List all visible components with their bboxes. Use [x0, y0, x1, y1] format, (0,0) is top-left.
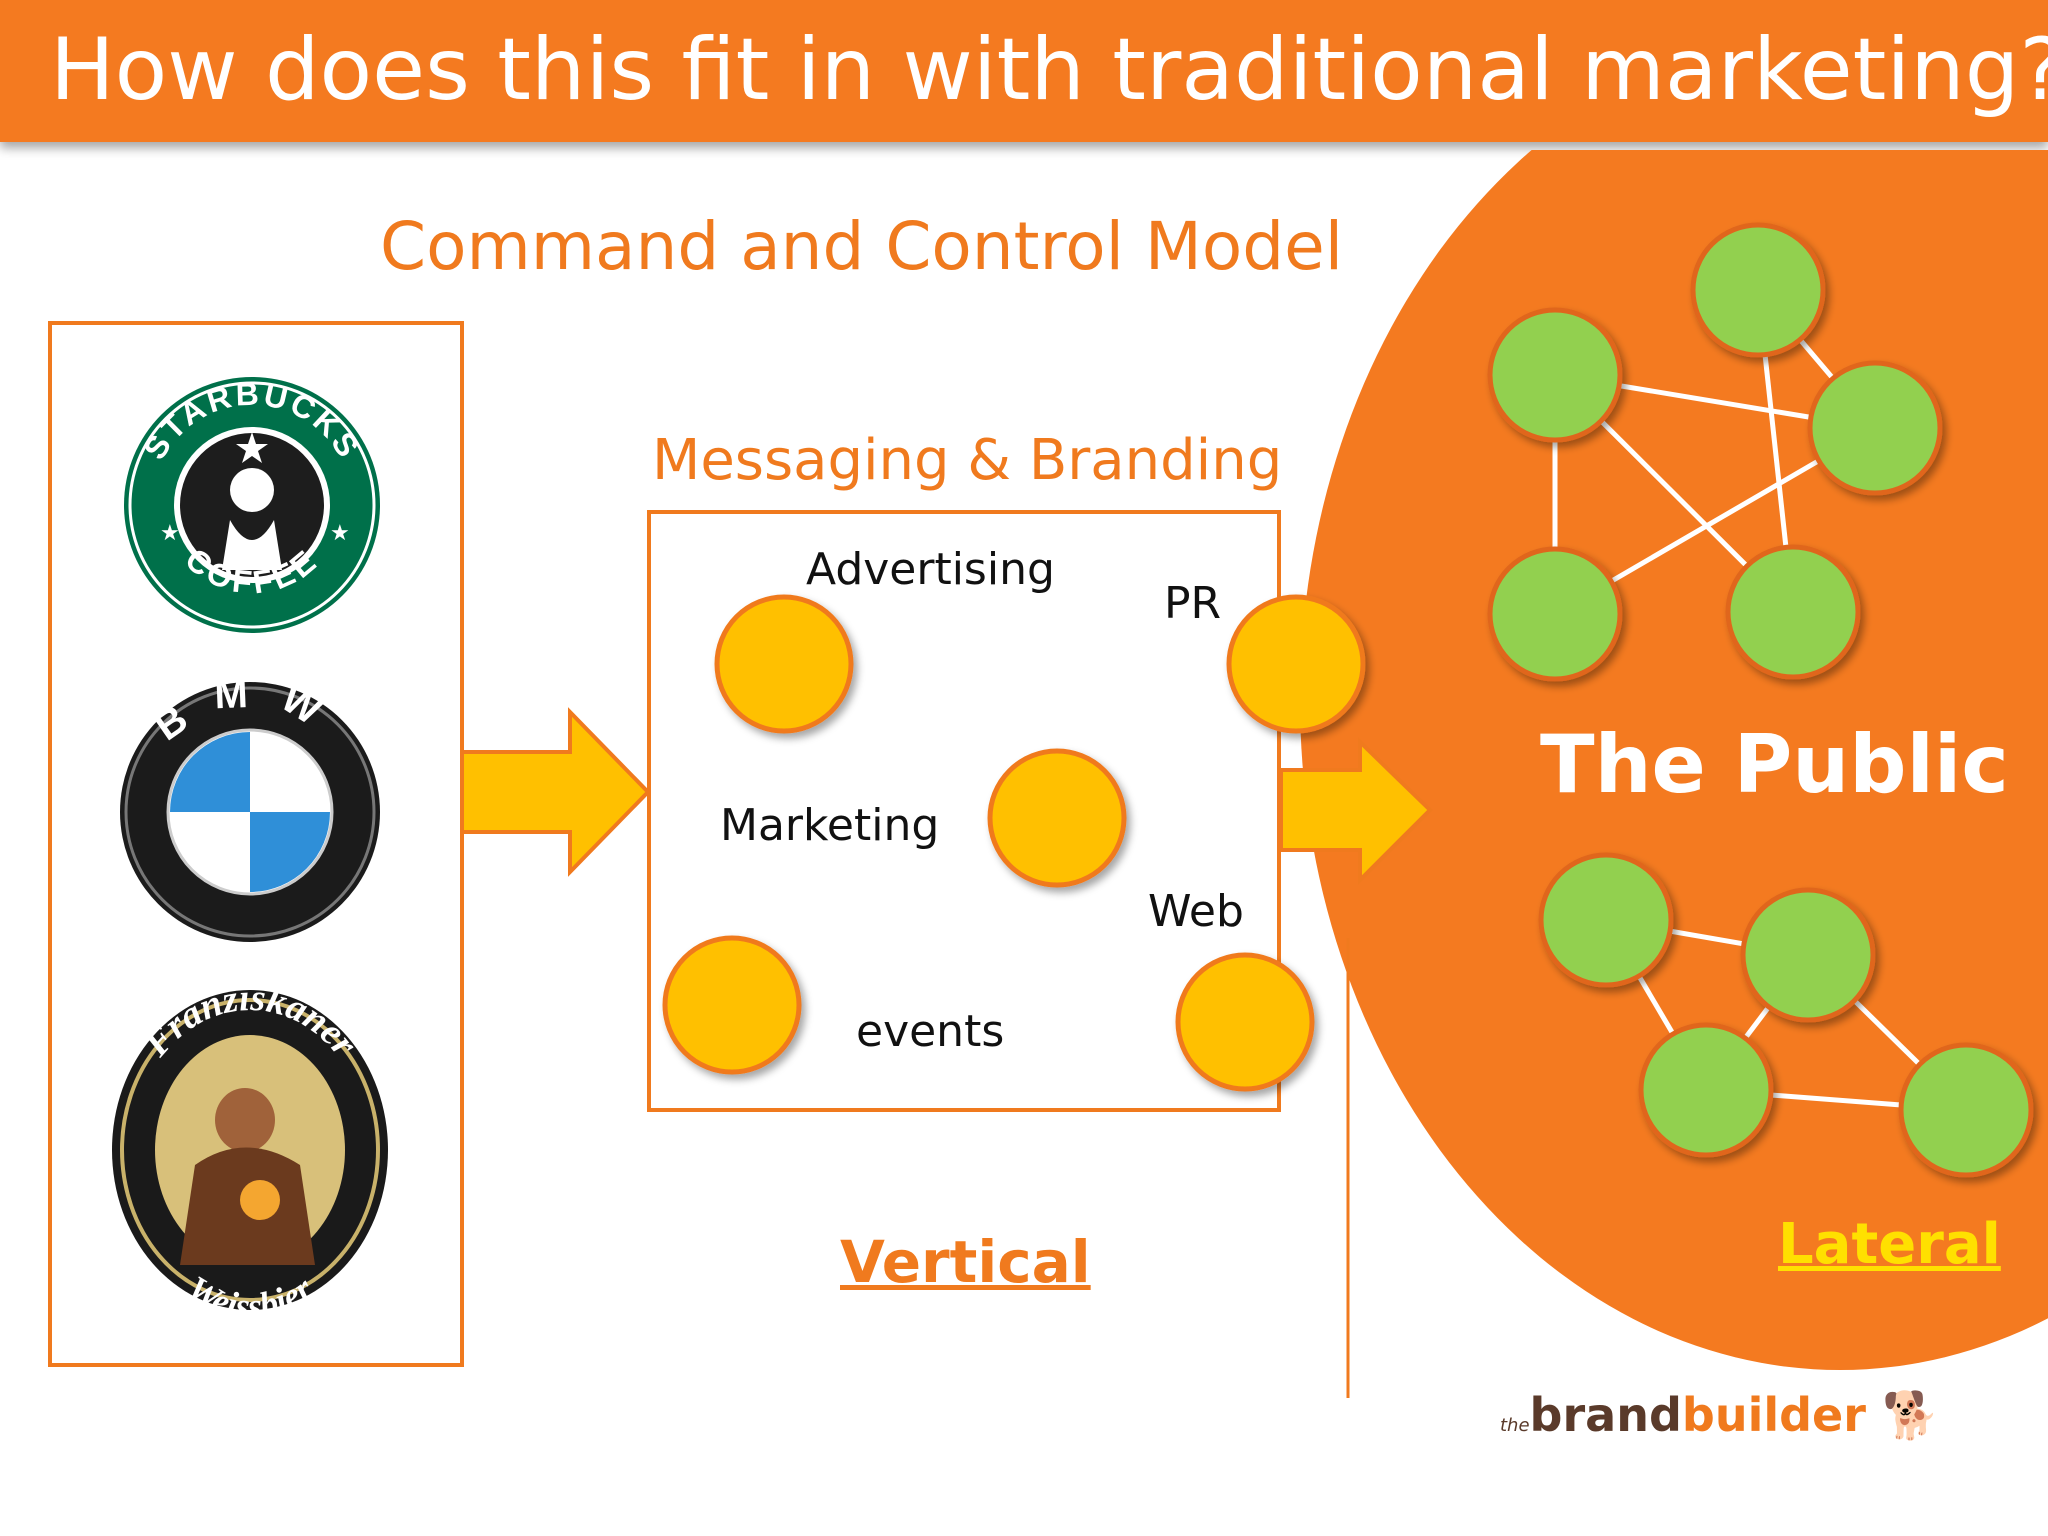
public-node — [1898, 1042, 2034, 1178]
public-node — [1725, 544, 1861, 680]
public-node — [1807, 360, 1943, 496]
title-bar: How does this fit in with traditional ma… — [0, 0, 2048, 142]
model-title: Command and Control Model — [380, 208, 1344, 285]
messaging-title: Messaging & Branding — [652, 428, 1283, 493]
arrow-brands-to-messaging — [460, 707, 651, 877]
advertising-node — [714, 594, 854, 734]
lateral-label: Lateral — [1778, 1212, 2001, 1277]
messaging-nodes — [662, 594, 1366, 1092]
public-node — [1487, 546, 1623, 682]
advertising-label: Advertising — [806, 544, 1055, 595]
svg-text:★: ★ — [160, 521, 180, 546]
vertical-label: Vertical — [840, 1228, 1091, 1296]
web-label: Web — [1148, 886, 1244, 937]
events-node — [662, 935, 802, 1075]
marketing-label: Marketing — [720, 800, 940, 851]
pr-label: PR — [1164, 578, 1222, 629]
dog-icon: 🐕 — [1881, 1388, 1940, 1442]
public-node — [1538, 852, 1674, 988]
events-label: events — [856, 1006, 1005, 1057]
starbucks-logo: STARBUCKS COFFEE ★ ★ — [124, 376, 380, 633]
public-node — [1690, 222, 1826, 358]
public-node — [1740, 887, 1876, 1023]
slide-title: How does this fit in with traditional ma… — [50, 20, 2048, 120]
web-node — [1175, 952, 1315, 1092]
public-label: The Public — [1540, 718, 2009, 811]
bmw-logo: BMW — [120, 671, 380, 942]
public-node — [1638, 1022, 1774, 1158]
franziskaner-logo: Franziskaner Weissbier — [112, 977, 388, 1326]
arrow-messaging-to-public — [1279, 737, 1433, 885]
pr-node — [1226, 594, 1366, 734]
svg-text:★: ★ — [330, 521, 350, 546]
brandbuilder-logo: thebrandbuilder 🐕 — [1500, 1388, 1940, 1442]
public-nodes — [1487, 222, 2034, 1178]
public-node — [1487, 307, 1623, 443]
marketing-node — [987, 748, 1127, 888]
